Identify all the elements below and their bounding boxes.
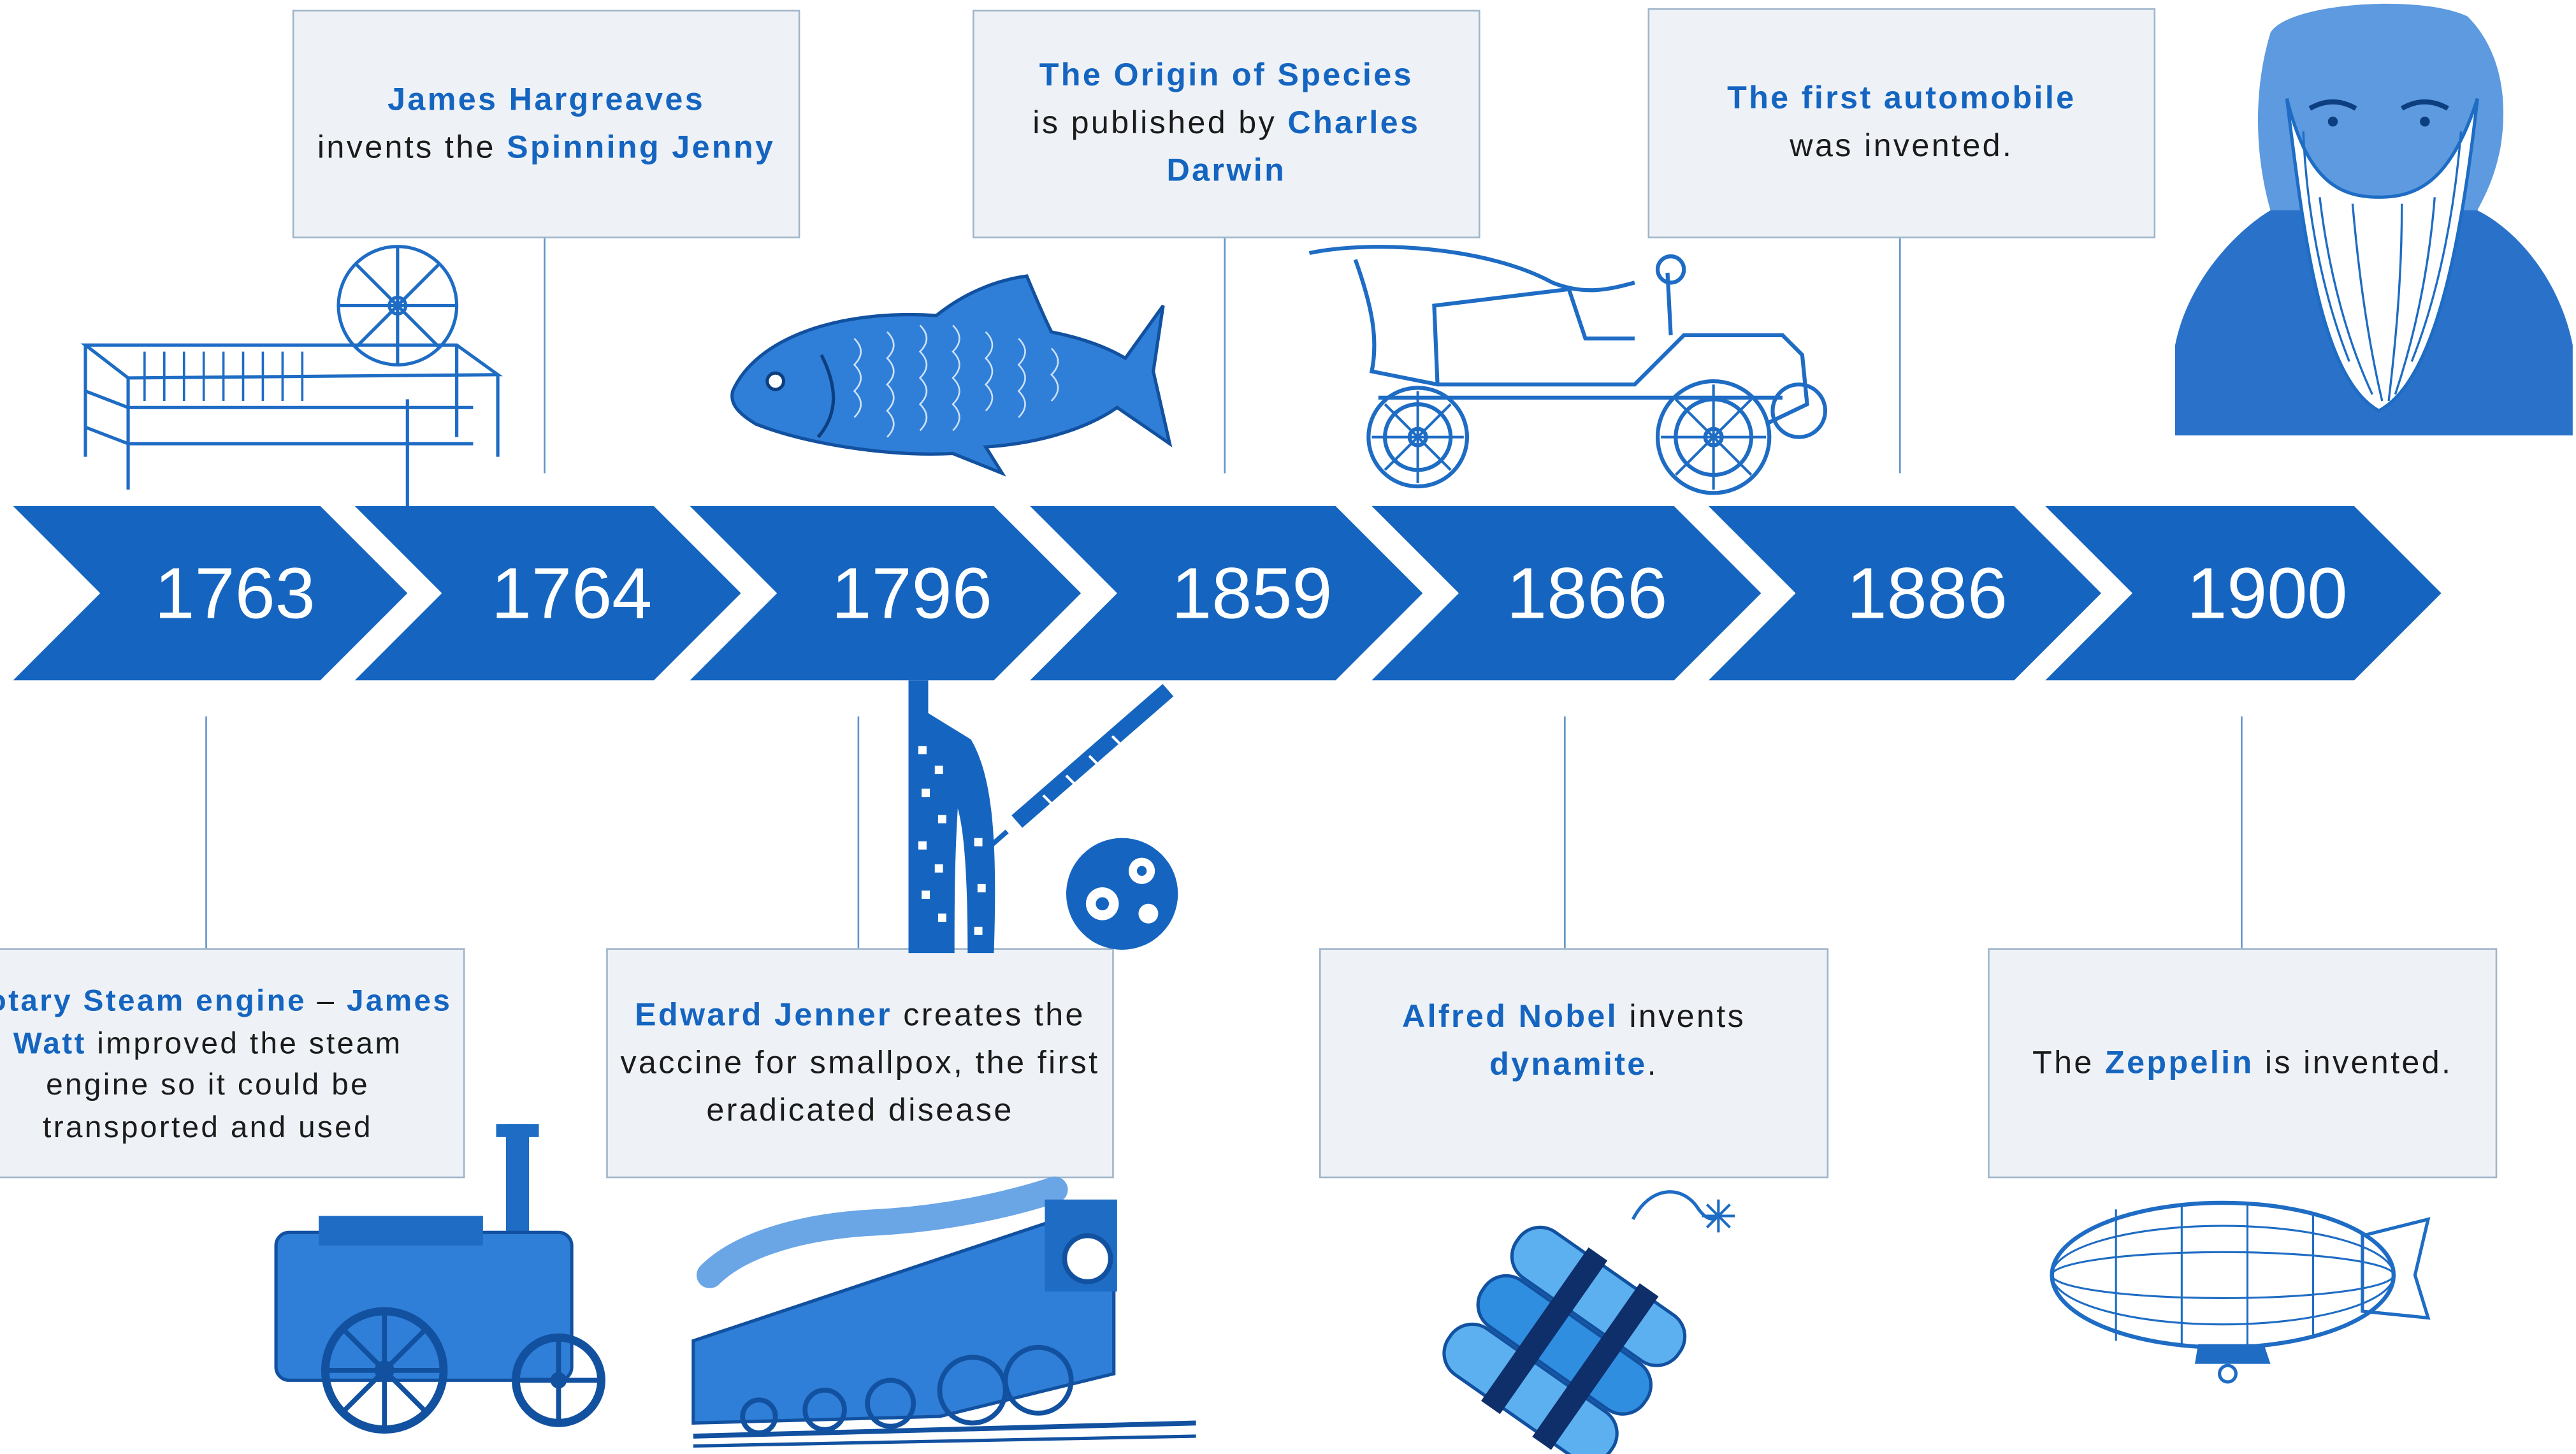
chevron-1859: [1030, 505, 1423, 681]
year-label: 1886: [1847, 553, 2008, 634]
event-text: –: [306, 982, 347, 1017]
event-highlight: James Hargreaves: [387, 81, 706, 118]
event-highlight: The first automobile: [1727, 80, 2076, 117]
event-box-1796: Edward Jenner creates the vaccine for sm…: [606, 948, 1114, 1179]
event-text: .: [1647, 1047, 1658, 1083]
connector-line: [1899, 238, 1901, 474]
year-label: 1764: [491, 553, 652, 634]
event-text: invents the: [317, 129, 507, 166]
event-box-1886: The first automobile was invented.: [1647, 8, 2156, 238]
chevron-1886: [1708, 505, 2102, 681]
event-highlight: Zeppelin: [2105, 1044, 2254, 1080]
event-text: is published by: [1032, 105, 1288, 142]
event-text: The: [2032, 1044, 2106, 1080]
event-highlight: James Watt: [13, 982, 452, 1059]
event-text-1796: Edward Jenner creates the vaccine for sm…: [608, 992, 1112, 1135]
year-label: 1859: [1171, 553, 1332, 634]
chevron-1764: [354, 505, 741, 681]
connector-line: [2241, 716, 2243, 949]
connector-line: [544, 238, 546, 474]
spinning-jenny-icon: [80, 245, 503, 506]
event-highlight: Spinning Jenny: [507, 129, 776, 166]
connector-line: [205, 716, 208, 949]
event-text: is invented.: [2254, 1044, 2453, 1080]
year-label: 1796: [832, 553, 992, 634]
event-box-1900: The Zeppelin is invented.: [1988, 948, 2498, 1179]
year-label: 1866: [1507, 553, 1667, 634]
event-highlight: dynamite: [1489, 1047, 1647, 1083]
event-box-1866: Alfred Nobel invents dynamite.: [1319, 948, 1829, 1179]
event-text: invents: [1618, 999, 1746, 1036]
event-highlight: Edward Jenner: [635, 996, 892, 1033]
connector-line: [1224, 238, 1226, 474]
automobile-icon: [1308, 245, 1828, 495]
event-highlight: Alfred Nobel: [1401, 999, 1619, 1036]
chevron-1866: [1371, 505, 1762, 681]
zeppelin-icon: [2050, 1200, 2431, 1384]
event-text-1764: James Hargreaves invents the Spinning Je…: [307, 76, 785, 172]
chevron-1763: [13, 505, 408, 681]
event-highlight: Rotary Steam engine: [0, 982, 307, 1017]
darwin-portrait-icon: [2175, 3, 2573, 436]
event-box-1763: Rotary Steam engine – James Watt improve…: [0, 948, 465, 1179]
event-text-1886: The first automobile was invented.: [1718, 76, 2086, 171]
dynamite-icon: [1442, 1190, 1735, 1454]
year-label: 1900: [2187, 553, 2347, 634]
event-text-1859: The Origin of Species is published by Ch…: [974, 52, 1479, 195]
steam-engine-icon: [274, 1124, 605, 1434]
chevron-1796: [690, 505, 1082, 681]
chevron-1900: [2045, 505, 2442, 681]
event-box-1764: James Hargreaves invents the Spinning Je…: [292, 10, 800, 238]
year-label: 1763: [154, 553, 315, 634]
connector-line: [1564, 716, 1567, 949]
event-text: creates the vaccine for smallpox, the fi…: [620, 996, 1100, 1128]
event-text-1866: Alfred Nobel invents dynamite.: [1392, 994, 1755, 1090]
event-text-1763: Rotary Steam engine – James Watt improve…: [0, 979, 463, 1147]
locomotive-icon: [691, 1176, 1196, 1448]
event-highlight: Charles Darwin: [1166, 105, 1421, 189]
event-text-1900: The Zeppelin is invented.: [2023, 1039, 2463, 1087]
vaccine-icon: [908, 680, 1178, 954]
event-box-1859: The Origin of Species is published by Ch…: [973, 10, 1480, 238]
connector-line: [857, 716, 860, 949]
event-highlight: The Origin of Species: [1039, 57, 1414, 94]
event-text: improved the steam engine so it could be…: [43, 1024, 403, 1143]
fish-icon: [730, 274, 1173, 477]
event-text: was invented.: [1790, 128, 2014, 164]
